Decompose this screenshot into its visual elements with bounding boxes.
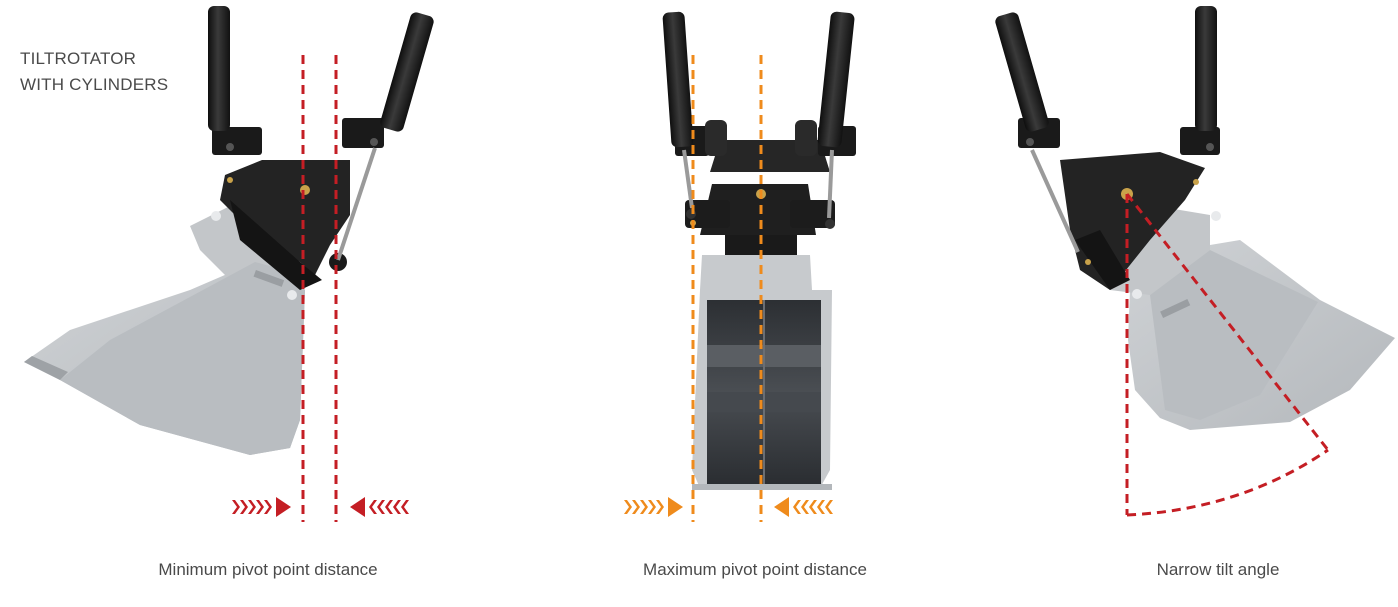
chevron-right-arrows-icon: [232, 497, 291, 517]
heading-line-2: WITH CYLINDERS: [20, 75, 169, 94]
heading: TILTROTATOR WITH CYLINDERS: [20, 46, 168, 98]
left-rotator-body: [212, 118, 384, 290]
left-cylinders: [208, 6, 434, 261]
caption-minimum-pivot: Minimum pivot point distance: [158, 560, 378, 579]
tilt-angle-indicator: [1125, 193, 1330, 517]
chevron-left-arrows-icon: [774, 497, 833, 517]
chevron-left-arrows-icon: [350, 497, 409, 517]
middle-cylinders: [662, 11, 855, 219]
chevron-right-arrows-icon: [624, 497, 683, 517]
left-tiltrotator: [24, 6, 434, 522]
caption-narrow-tilt: Narrow tilt angle: [1156, 560, 1280, 579]
right-bucket: [1090, 205, 1395, 430]
right-cylinders: [995, 6, 1217, 253]
heading-line-1: TILTROTATOR: [20, 49, 137, 68]
caption-maximum-pivot: Maximum pivot point distance: [643, 560, 867, 579]
middle-tiltrotator: [624, 11, 856, 522]
left-bucket: [24, 206, 305, 455]
right-tiltrotator: [995, 6, 1395, 517]
